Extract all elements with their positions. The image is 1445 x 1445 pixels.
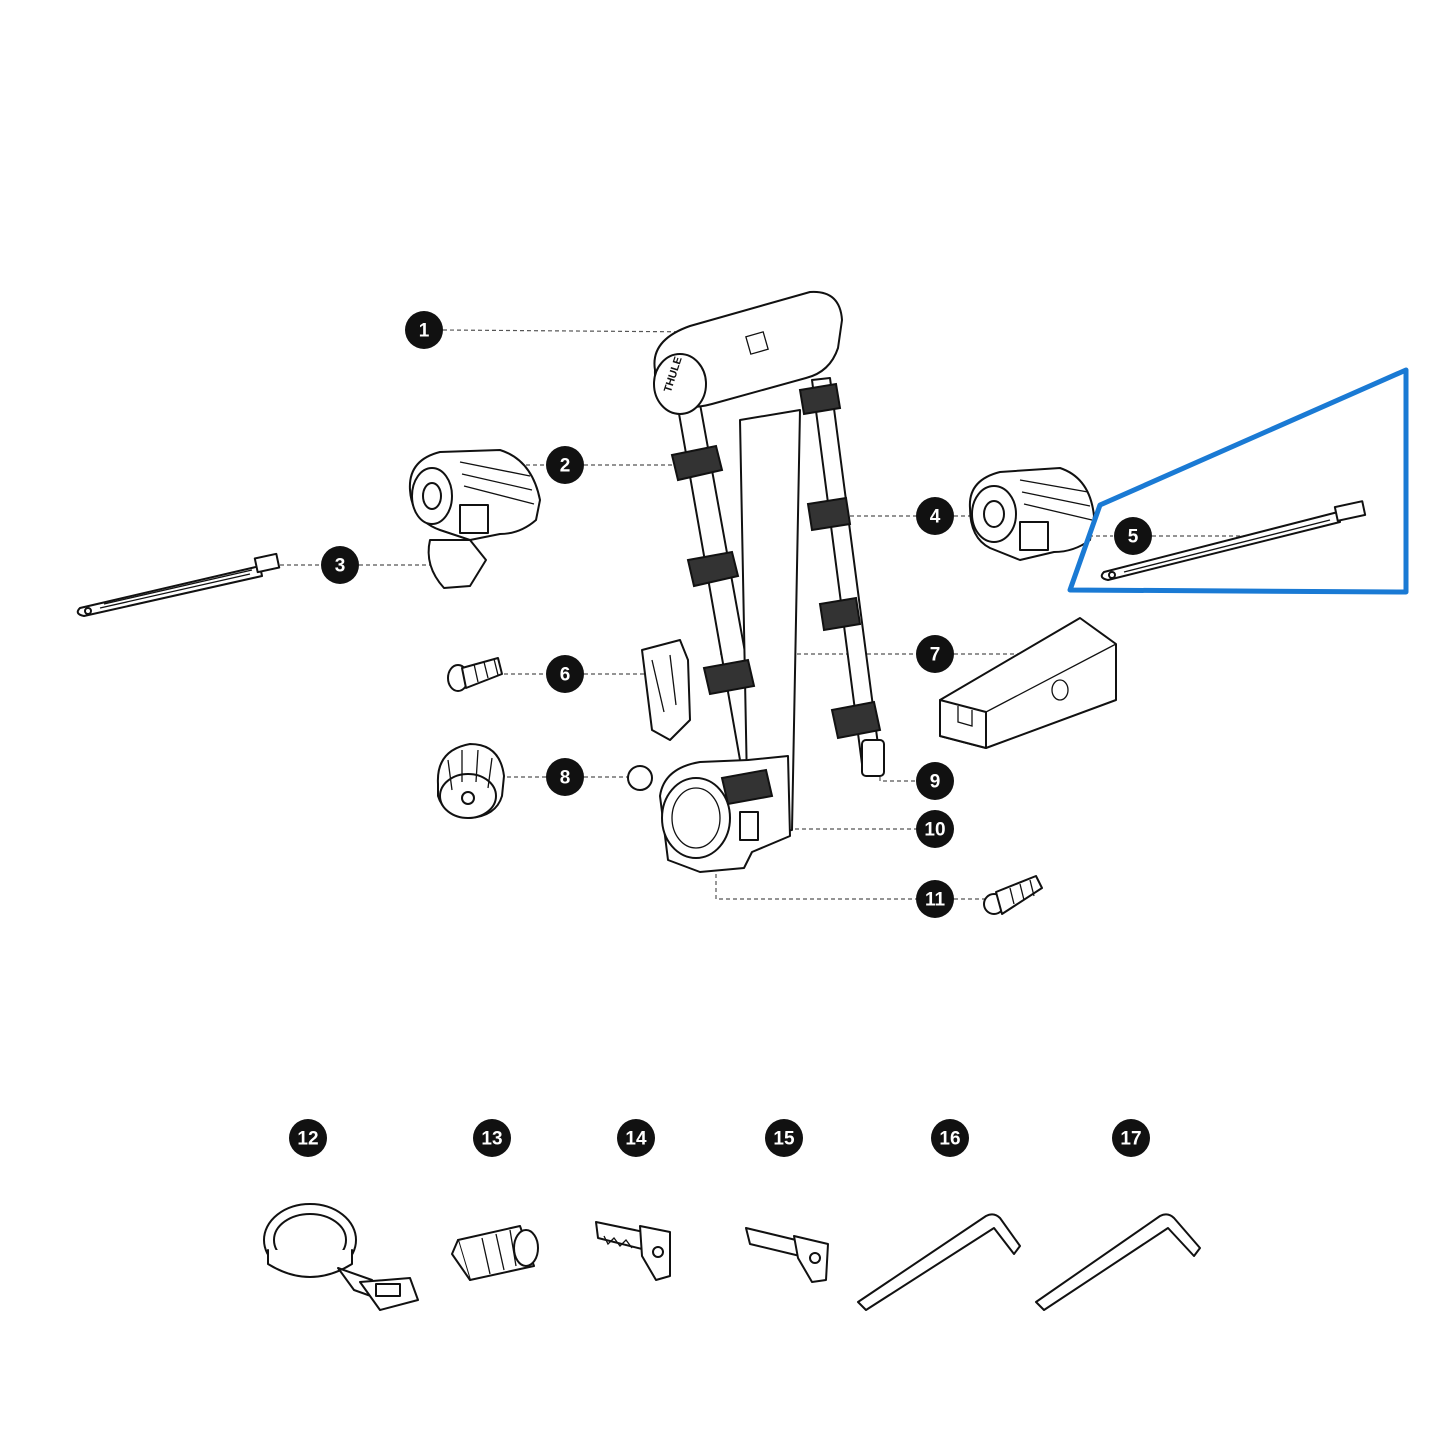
leader-1: [442, 329, 706, 333]
key-icon: [745, 1227, 829, 1283]
screw-icon: [447, 657, 503, 692]
highlight-frame: [1067, 367, 1409, 595]
svg-text:13: 13: [481, 1129, 502, 1150]
callout-14: 14: [617, 1119, 655, 1157]
head-badge-icon: [745, 331, 769, 355]
callout-16: 16: [931, 1119, 969, 1157]
svg-text:17: 17: [1120, 1129, 1141, 1150]
callout-2: 2: [546, 446, 584, 484]
svg-text:4: 4: [930, 507, 941, 528]
svg-text:3: 3: [335, 556, 346, 577]
svg-text:16: 16: [939, 1129, 960, 1150]
wheel-holder-icon: [968, 467, 1095, 561]
svg-text:7: 7: [930, 645, 941, 666]
ratchet-strap-icon: [263, 1203, 419, 1311]
svg-text:15: 15: [773, 1129, 795, 1150]
hex-key-icon: [1035, 1213, 1201, 1311]
svg-text:14: 14: [625, 1129, 647, 1150]
svg-text:6: 6: [560, 665, 571, 686]
svg-text:1: 1: [419, 321, 430, 342]
callout-5: 5: [1114, 517, 1152, 555]
callout-17: 17: [1112, 1119, 1150, 1157]
callout-11: 11: [916, 880, 954, 918]
arm-end-cap: [861, 739, 885, 777]
callout-9: 9: [916, 762, 954, 800]
callout-6: 6: [546, 655, 584, 693]
callout-4: 4: [916, 497, 954, 535]
callout-13: 13: [473, 1119, 511, 1157]
knob-small: [627, 765, 653, 791]
callout-8: 8: [546, 758, 584, 796]
svg-text:12: 12: [297, 1129, 318, 1150]
svg-text:8: 8: [560, 768, 571, 789]
svg-text:5: 5: [1128, 527, 1139, 548]
svg-text:11: 11: [925, 890, 946, 911]
base-disc: [661, 777, 731, 859]
callout-7: 7: [916, 635, 954, 673]
strap-icon: [1100, 500, 1367, 581]
leader-11: [715, 860, 916, 900]
bolt-icon: [983, 875, 1043, 915]
callout-15: 15: [765, 1119, 803, 1157]
knob-icon: [436, 743, 505, 819]
callout-10: 10: [916, 810, 954, 848]
svg-text:10: 10: [924, 820, 945, 841]
wheel-holder-icon: [408, 449, 541, 589]
hex-key-icon: [857, 1213, 1021, 1311]
rack-frame-icon: THULE: [627, 290, 885, 873]
svg-text:9: 9: [930, 772, 941, 793]
callout-3: 3: [321, 546, 359, 584]
key-icon: [595, 1221, 671, 1281]
callout-1: 1: [405, 311, 443, 349]
callout-12: 12: [289, 1119, 327, 1157]
head-end-cap: [653, 353, 707, 415]
hitch-adapter-icon: [939, 617, 1117, 749]
leader-9: [879, 770, 916, 782]
strap-icon: [76, 552, 281, 617]
lock-cylinder-icon: [451, 1225, 539, 1281]
svg-text:2: 2: [560, 456, 571, 477]
